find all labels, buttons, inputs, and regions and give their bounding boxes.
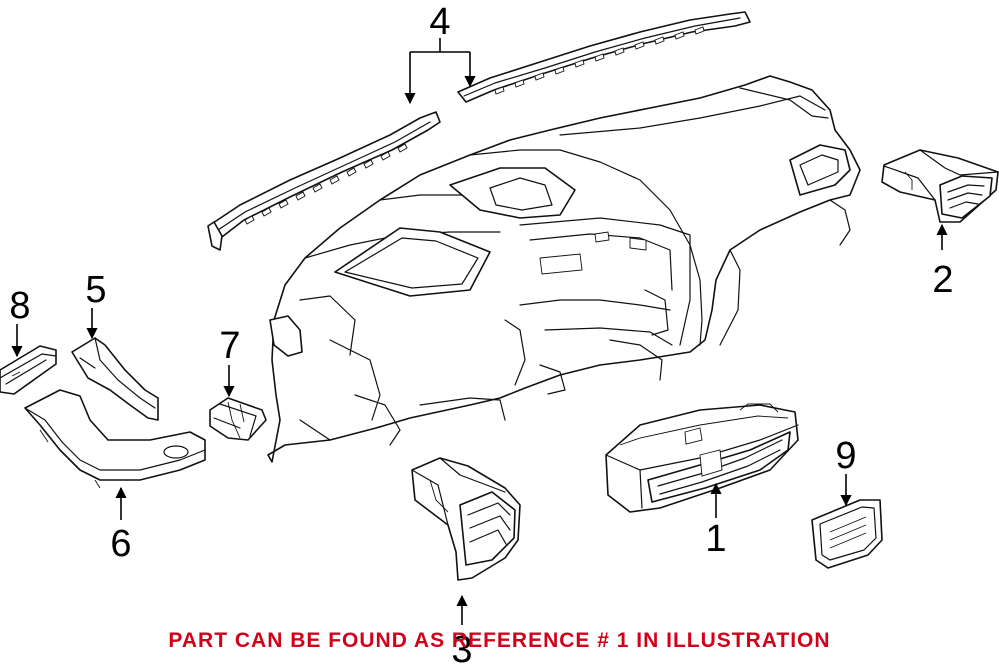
leader-lines [11,38,948,625]
part-5-duct [71,337,159,421]
part-8-grille [0,345,57,395]
callout-6: 6 [110,523,131,565]
callout-8: 8 [9,285,30,327]
callout-5: 5 [85,269,106,311]
callout-1: 1 [705,518,726,560]
callout-3: 3 [451,629,472,664]
callout-9: 9 [835,435,856,477]
callout-4: 4 [429,1,450,43]
part-3-side-vent [411,457,521,581]
part-1-center-vent [605,403,799,513]
instrument-panel [267,75,861,463]
part-7-connector [209,397,267,441]
part-4-defroster-vent-left [207,111,441,251]
part-2-side-vent [881,149,999,223]
callout-7: 7 [219,325,240,367]
part-4-left-slots [244,143,408,225]
part-4-defroster-vent-right [457,11,751,103]
callout-2: 2 [932,259,953,301]
part-6-lower-duct [24,389,206,489]
reference-note: PART CAN BE FOUND AS REFERENCE # 1 IN IL… [168,629,831,652]
part-4-right-slots [494,26,705,95]
part-9-trim-cover [811,499,883,569]
